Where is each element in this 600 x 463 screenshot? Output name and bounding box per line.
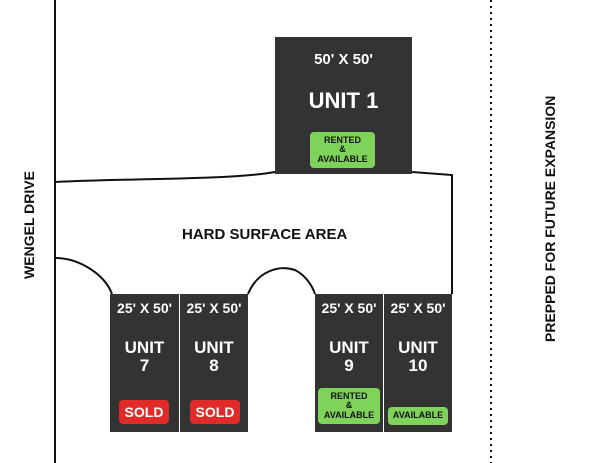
hard-surface-area-label: HARD SURFACE AREA [182,226,348,243]
unit-10-block: 25' X 50' UNIT 10 AVAILABLE [384,294,452,432]
unit-7-sold-badge: SOLD [119,400,169,424]
unit-1-status-badge: RENTED & AVAILABLE [310,132,375,168]
unit-10-size: 25' X 50' [390,300,446,316]
unit-7-name-line1: UNIT [124,338,165,357]
unit-9-name-line2: 9 [344,355,354,375]
status-line: RENTED [330,390,368,401]
unit-8-sold-badge: SOLD [190,400,240,424]
unit-7-name-line2: 7 [139,355,150,375]
unit-10-name-line2: 10 [408,355,428,375]
unit-9-size: 25' X 50' [321,300,377,316]
unit-8-name-line2: 8 [209,355,219,375]
status-line: & [339,144,346,155]
hard-surface-outline [54,171,453,295]
unit-1-size: 50' X 50' [314,51,373,68]
unit-10-available-badge: AVAILABLE [388,407,448,425]
status-line: RENTED [323,134,361,145]
unit-8-block: 25' X 50' UNIT 8 SOLD [180,294,248,432]
unit-7-size: 25' X 50' [117,300,172,316]
unit-1-block: 50' X 50' UNIT 1 RENTED & AVAILABLE [275,37,412,174]
unit-9-status-badge: RENTED & AVAILABLE [318,388,380,424]
unit-10-name-line1: UNIT [398,338,438,357]
unit-8-name-line1: UNIT [194,338,234,357]
unit-9-name-line1: UNIT [329,338,369,357]
road-label: WENGEL DRIVE [21,171,37,279]
unit-7-name: UNIT 7 [110,339,179,375]
expansion-label: PREPPED FOR FUTURE EXPANSION [542,95,558,342]
status-line: & [345,400,353,411]
unit-9-block: 25' X 50' UNIT 9 RENTED & AVAILABLE [315,294,383,432]
unit-7-block: 25' X 50' UNIT 7 SOLD [110,294,179,432]
unit-1-name: UNIT 1 [308,88,379,113]
status-line: AVAILABLE [317,153,368,164]
unit-9-name: UNIT 9 [315,339,383,375]
unit-8-name: UNIT 8 [180,339,248,375]
unit-8-size: 25' X 50' [186,300,242,316]
unit-10-name: UNIT 10 [384,339,452,375]
status-line: AVAILABLE [323,409,375,420]
